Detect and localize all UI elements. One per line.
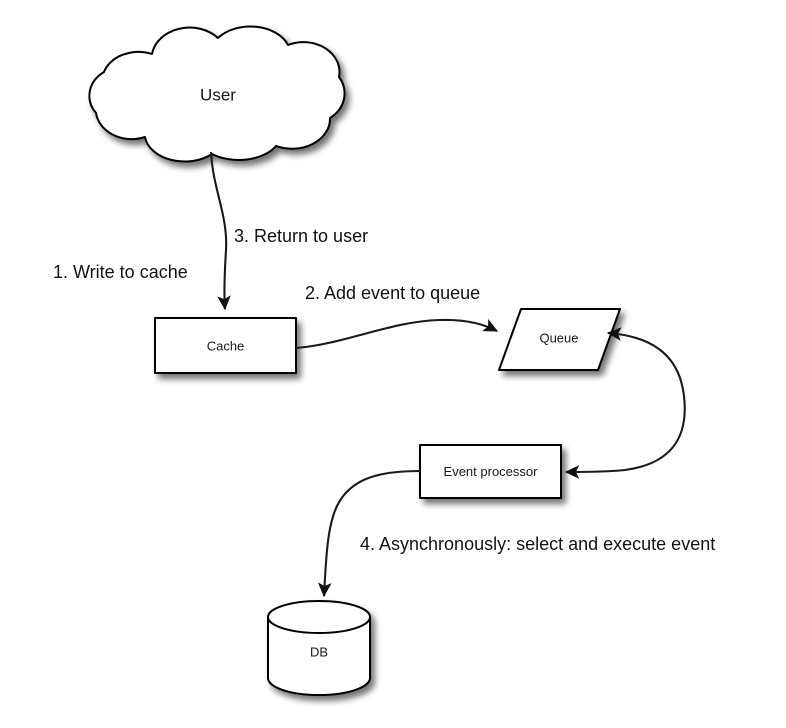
edge-label-step1: 1. Write to cache: [53, 262, 188, 282]
node-cache[interactable]: Cache: [154, 317, 297, 374]
node-event-processor-label: Event processor: [444, 464, 539, 479]
edge-label-step3: 3. Return to user: [234, 226, 368, 246]
edge-cache-to-queue: [295, 318, 499, 350]
node-user-label: User: [200, 85, 236, 104]
edge-event-processor-to-db: [317, 469, 421, 598]
node-cache-label: Cache: [207, 338, 245, 353]
edge-user-to-cache: [209, 151, 231, 311]
node-queue[interactable]: Queue: [498, 308, 621, 371]
node-db-label: DB: [310, 644, 328, 659]
edge-queue-event-processor: [564, 327, 686, 479]
node-event-processor[interactable]: Event processor: [419, 444, 562, 499]
node-queue-label: Queue: [539, 330, 578, 345]
edge-label-step2: 2. Add event to queue: [305, 283, 480, 303]
edge-label-step4: 4. Asynchronously: select and execute ev…: [360, 534, 715, 554]
node-user[interactable]: User: [88, 25, 346, 163]
node-db[interactable]: DB: [267, 600, 371, 696]
